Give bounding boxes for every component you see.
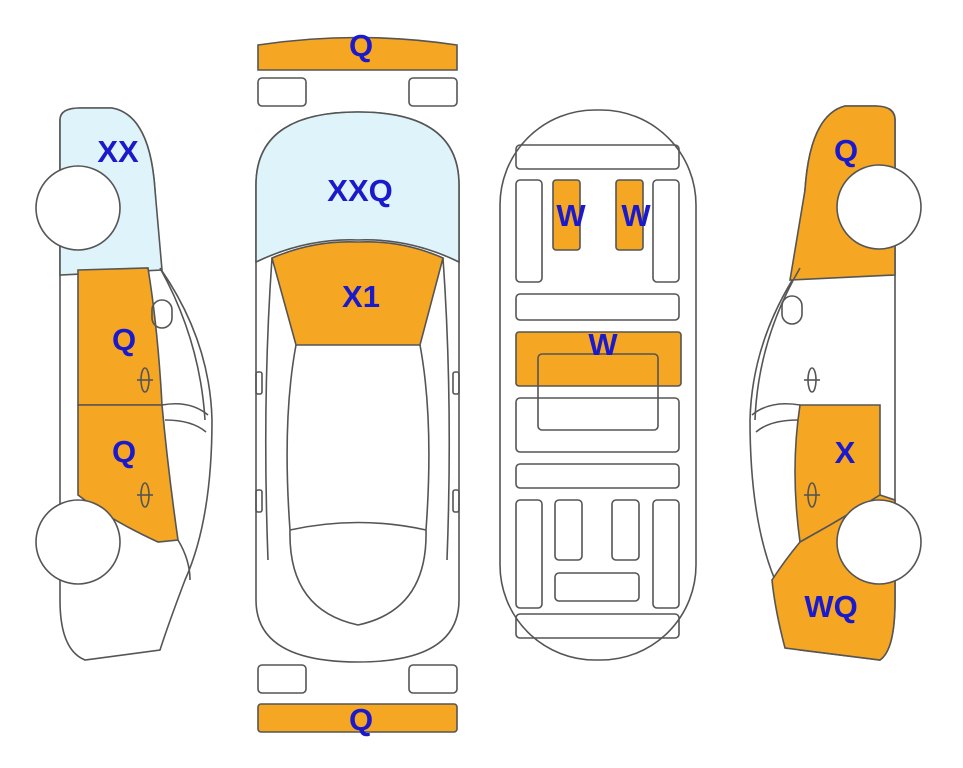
- left-roof-pillar-label: XX: [97, 134, 139, 169]
- left-taillight: [257, 664, 307, 694]
- front-bumper[interactable]: [257, 36, 458, 71]
- right-front-wheel: [836, 164, 922, 250]
- floor-right-seat-label: W: [621, 198, 651, 233]
- left-rear-door-label: Q: [112, 434, 136, 469]
- car-top-view: Q XXQ X1 Q: [255, 28, 460, 737]
- left-rear-wheel: [35, 499, 121, 585]
- right-roof-pillar-label: Q: [834, 133, 858, 168]
- rear-bumper[interactable]: [257, 703, 458, 733]
- right-rear-wheel: [836, 499, 922, 585]
- car-left-side-view: XX Q Q: [35, 107, 213, 661]
- right-quarter-panel-label: WQ: [804, 589, 857, 624]
- floor-right-seat-mount[interactable]: [615, 179, 644, 251]
- right-headlight: [408, 77, 458, 107]
- windshield-label: XXQ: [327, 173, 392, 208]
- windshield[interactable]: [255, 111, 460, 264]
- floor-crossmember-label: W: [588, 327, 618, 362]
- hood-label: X1: [342, 279, 380, 314]
- rear-bumper-label: Q: [349, 702, 373, 737]
- left-headlight: [257, 77, 307, 107]
- floor-crossmember[interactable]: [515, 331, 682, 387]
- left-front-door-label: Q: [112, 322, 136, 357]
- right-rear-door-label: X: [835, 435, 856, 470]
- floor-left-seat-mount[interactable]: [552, 179, 581, 251]
- floor-left-seat-label: W: [556, 198, 586, 233]
- front-bumper-label: Q: [349, 28, 373, 63]
- car-underbody-view: W W W: [499, 109, 697, 661]
- underbody-outline: [499, 109, 697, 661]
- right-taillight: [408, 664, 458, 694]
- left-front-wheel: [35, 165, 121, 251]
- car-right-side-view: Q X WQ: [749, 105, 922, 661]
- hood[interactable]: [271, 241, 444, 346]
